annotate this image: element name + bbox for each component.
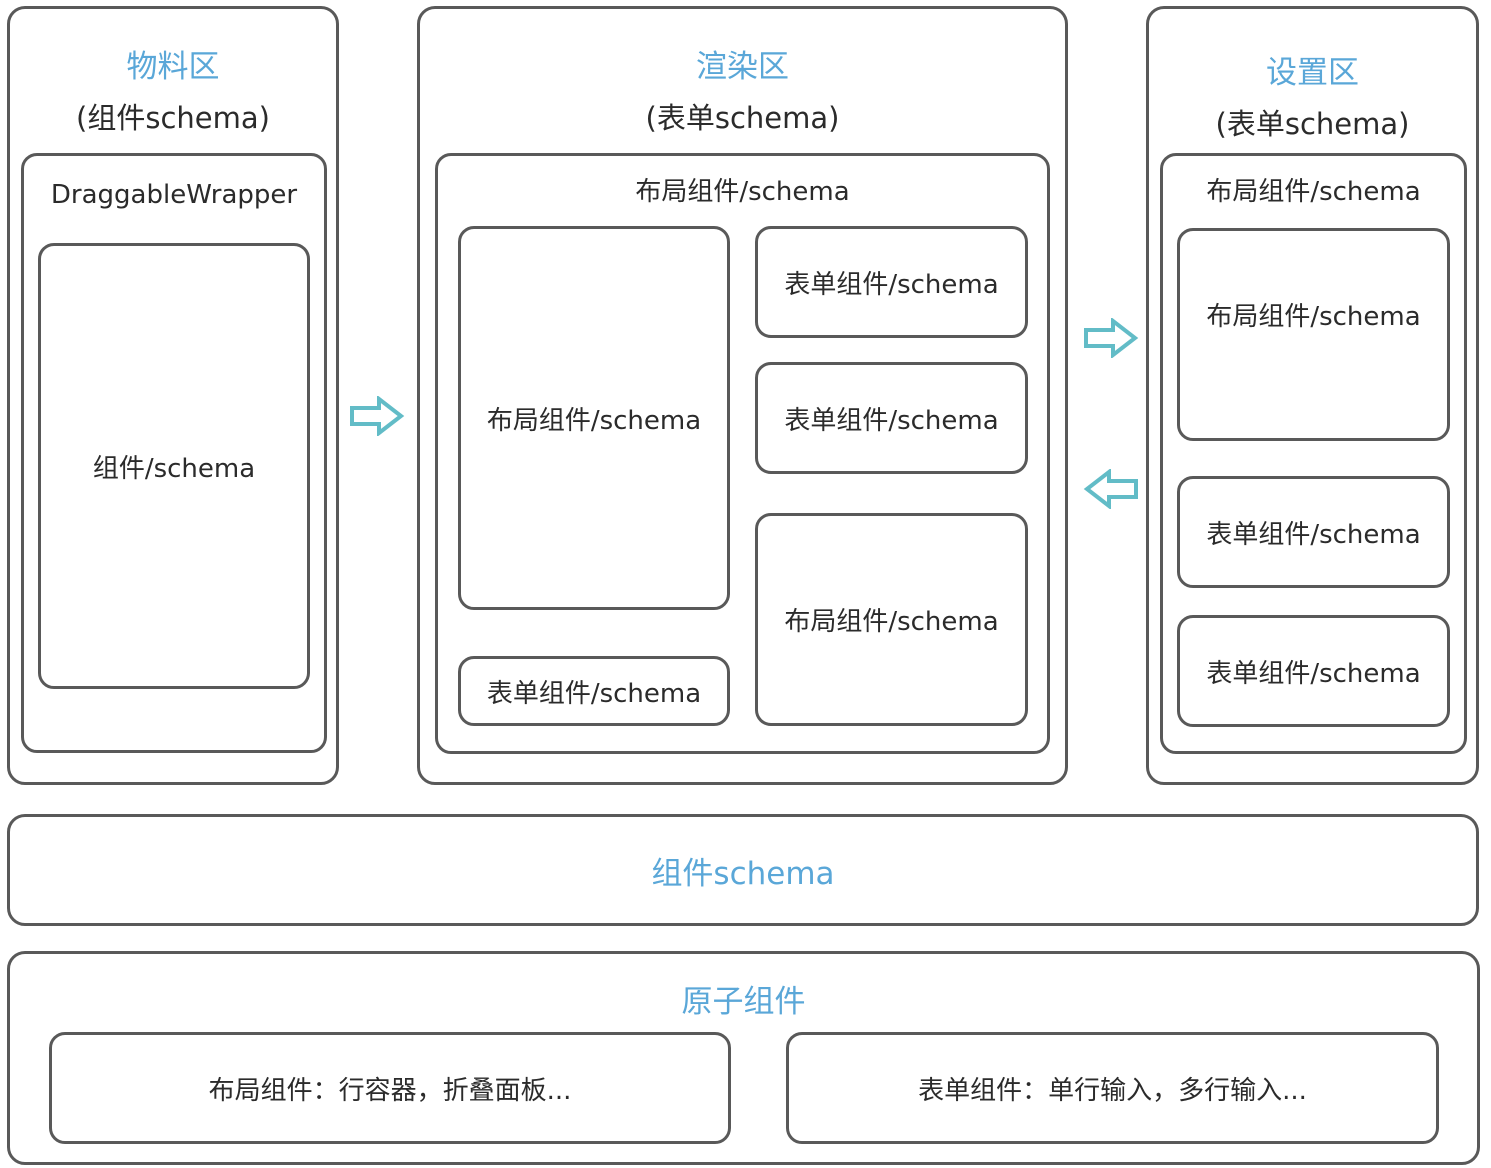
settings-layout-label: 布局组件/schema [1206, 177, 1421, 207]
material-zone-title: 物料区 [126, 49, 220, 85]
settings-zone-title: 设置区 [1266, 55, 1359, 91]
render-left-layout[interactable]: 布局组件/schema [458, 226, 730, 610]
render-right-layout-label: 布局组件/schema [784, 607, 999, 637]
material-component-label: 组件/schema [92, 453, 256, 484]
settings-inner-layout-label: 布局组件/schema [1206, 302, 1421, 332]
atomic-components-zone: 原子组件 布局组件：行容器，折叠面板... 表单组件：单行输入，多行输入... [7, 951, 1480, 1165]
arrow-right-icon [1084, 318, 1139, 358]
render-left-layout-label: 布局组件/schema [486, 405, 702, 436]
component-schema-bar-label: 组件schema [651, 855, 835, 892]
settings-layout-container[interactable]: 布局组件/schema 布局组件/schema 表单组件/schema 表单组件… [1160, 153, 1467, 754]
settings-form-1[interactable]: 表单组件/schema [1177, 476, 1450, 588]
draggable-wrapper-label: DraggableWrapper [50, 180, 298, 210]
settings-inner-layout[interactable]: 布局组件/schema [1177, 228, 1450, 441]
settings-form-1-label: 表单组件/schema [1206, 519, 1421, 550]
atomic-form-components-label: 表单组件：单行输入，多行输入... [918, 1075, 1307, 1106]
settings-zone-subtitle: (表单schema) [1215, 107, 1410, 141]
render-layout-container[interactable]: 布局组件/schema 布局组件/schema 表单组件/schema 表单组件… [435, 153, 1050, 754]
material-zone-subtitle: (组件schema) [76, 101, 270, 135]
settings-form-2[interactable]: 表单组件/schema [1177, 615, 1450, 727]
render-zone: 渲染区 (表单schema) 布局组件/schema 布局组件/schema 表… [417, 6, 1068, 785]
render-left-form-label: 表单组件/schema [486, 678, 702, 709]
component-schema-bar: 组件schema [7, 814, 1479, 926]
arrow-left-icon [1083, 469, 1138, 509]
material-component[interactable]: 组件/schema [38, 243, 310, 689]
render-zone-title: 渲染区 [696, 49, 789, 85]
render-right-layout[interactable]: 布局组件/schema [755, 513, 1028, 726]
atomic-components-title: 原子组件 [681, 984, 806, 1020]
render-zone-subtitle: (表单schema) [645, 101, 840, 135]
render-left-form[interactable]: 表单组件/schema [458, 656, 730, 726]
render-layout-label: 布局组件/schema [635, 177, 850, 207]
render-right-form-1-label: 表单组件/schema [784, 269, 999, 300]
render-right-form-2[interactable]: 表单组件/schema [755, 362, 1028, 474]
draggable-wrapper: DraggableWrapper 组件/schema [21, 153, 327, 753]
atomic-layout-components-label: 布局组件：行容器，折叠面板... [208, 1075, 572, 1106]
atomic-layout-components[interactable]: 布局组件：行容器，折叠面板... [49, 1032, 731, 1144]
arrow-right-icon [350, 396, 405, 436]
material-zone: 物料区 (组件schema) DraggableWrapper 组件/schem… [7, 6, 339, 785]
render-right-form-1[interactable]: 表单组件/schema [755, 226, 1028, 338]
render-right-form-2-label: 表单组件/schema [784, 405, 999, 436]
atomic-form-components[interactable]: 表单组件：单行输入，多行输入... [786, 1032, 1439, 1144]
settings-form-2-label: 表单组件/schema [1206, 658, 1421, 689]
settings-zone: 设置区 (表单schema) 布局组件/schema 布局组件/schema 表… [1146, 6, 1479, 785]
